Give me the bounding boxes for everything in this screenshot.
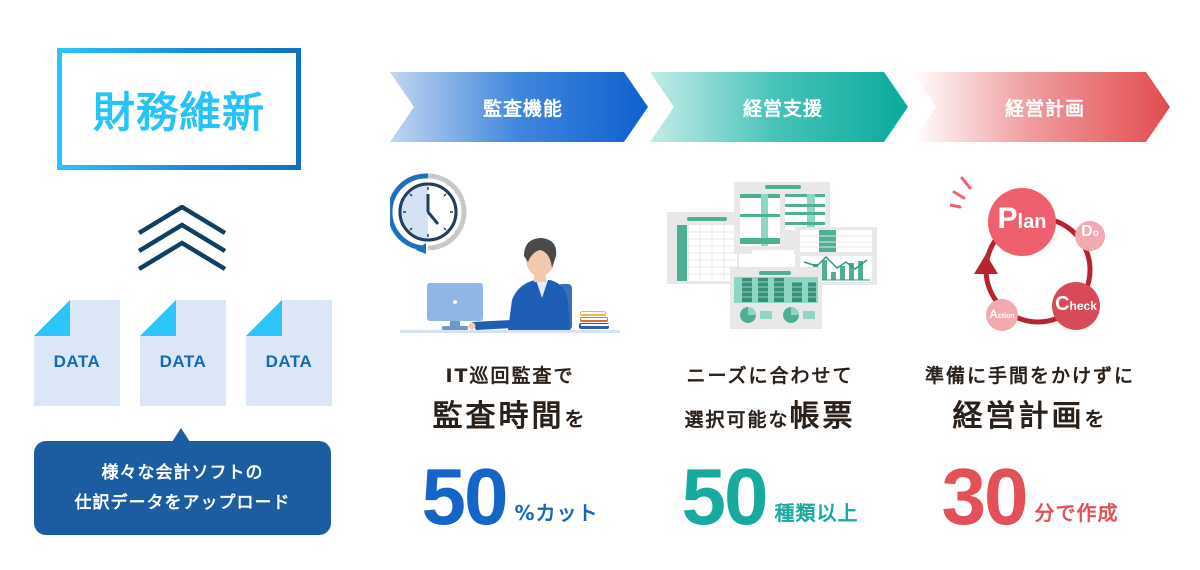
audit-illustration [390,173,620,333]
pdca-action: Action [989,307,1015,321]
upload-bubble: 様々な会計ソフトの 仕訳データをアップロード [34,441,331,535]
step-arrow-audit: 監査機能 [390,72,648,142]
support-benefit: ニーズに合わせて 選択可能な帳票 50 種類以上 [640,362,900,541]
data-label: DATA [265,352,313,371]
audit-stat: 50 %カット [380,452,640,541]
title-box: 財務維新 [57,48,301,170]
audit-benefit: IT巡回監査で 監査時間を 50 %カット [380,362,640,541]
support-stat-number: 50 [681,452,769,541]
pdca-plan: Plan [997,202,1047,235]
audit-stat-number: 50 [421,452,508,541]
step-label: 監査機能 [482,97,563,120]
support-stat: 50 種類以上 [640,452,900,541]
support-headline-2: 選択可能な帳票 [684,399,856,434]
bubble-line-2: 仕訳データをアップロード [74,493,291,513]
audit-headline-2: 監査時間を [432,399,588,434]
reports-illustration [667,182,877,329]
pdca-do: Do [1081,223,1099,240]
pdca-check: Check [1055,293,1097,315]
chevrons-up-icon [137,205,227,271]
plan-headline-2: 経営計画を [952,399,1108,434]
step-label: 経営支援 [742,97,823,120]
bubble-line-1: 様々な会計ソフトの [101,463,264,483]
data-document-icon: DATA [34,300,120,406]
plan-benefit: 準備に手間をかけずに 経営計画を 30 分で作成 [900,362,1160,541]
plan-stat-number: 30 [941,452,1029,541]
clock-icon [390,173,467,254]
plan-stat: 30 分で作成 [900,452,1160,541]
data-label: DATA [53,352,101,371]
plan-headline-1: 準備に手間をかけずに [924,365,1135,387]
pdca-cycle-illustration: Plan Do Check Action [950,172,1130,337]
title-text: 財務維新 [92,87,265,137]
step-arrow-management-support: 経営支援 [650,72,908,142]
support-stat-unit: 種類以上 [774,501,859,525]
support-headline-1: ニーズに合わせて [686,365,854,387]
step-label: 経営計画 [1004,97,1085,120]
data-label: DATA [159,352,207,371]
plan-stat-unit: 分で作成 [1034,501,1119,525]
bubble-pointer [172,428,190,442]
audit-headline-1: IT巡回監査で [445,365,575,387]
audit-stat-unit: %カット [514,501,599,525]
step-arrow-management-plan: 経営計画 [912,72,1170,142]
data-document-icon: DATA [246,300,332,406]
data-document-icon: DATA [140,300,226,406]
